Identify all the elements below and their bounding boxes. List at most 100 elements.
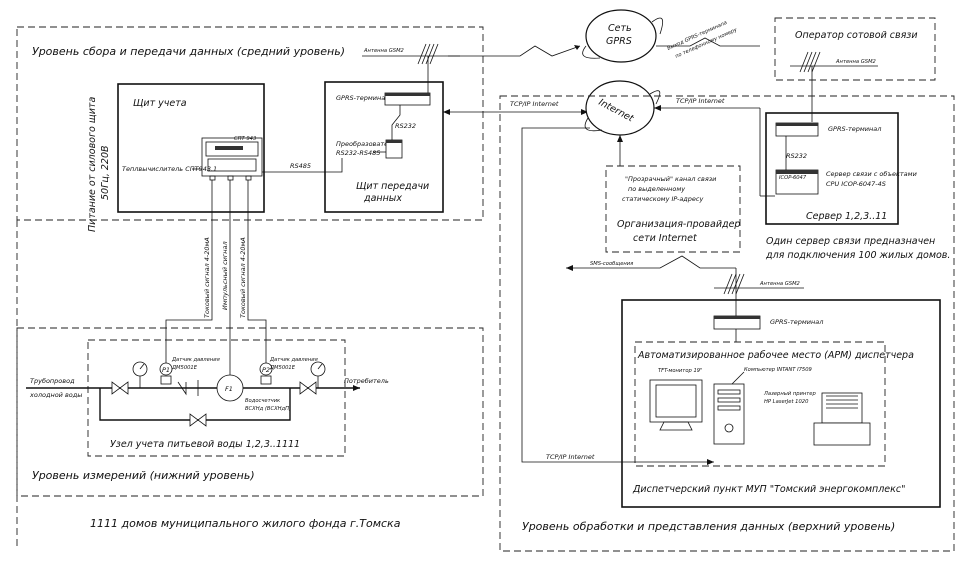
- outlet-valve: [299, 381, 317, 395]
- sensor1-label-b: ДМ5001Е: [171, 365, 198, 371]
- signal-current-right: Токовый сигнал 4-20мА: [239, 237, 247, 318]
- meter-label-2: ВСХНд (ВСХНдП): [245, 406, 291, 412]
- printer-icon: [813, 392, 871, 446]
- gprs-cloud: Сеть GPRS: [582, 9, 664, 63]
- arm-frame: [634, 341, 886, 467]
- sensor2-label-b: ДМ5001Е: [269, 365, 296, 371]
- upper-level-label: Уровень обработки и представления данных…: [522, 520, 895, 533]
- antenna-operator: Антенна GSM2: [790, 51, 878, 122]
- signal-current-left: Токовый сигнал 4-20мА: [203, 237, 211, 318]
- calculator-tag: СПТ 943: [234, 136, 256, 142]
- pressure-sensor-p1: P1: [159, 362, 173, 385]
- arm-title: Автоматизированное рабочее место (АРМ) д…: [637, 350, 914, 361]
- calculator-label: Теплвычислитель СПТ943.1: [122, 165, 217, 173]
- power-supply-line1: Питание от силового щита: [87, 97, 98, 232]
- provider-title-2: сети Internet: [633, 233, 698, 244]
- server-caption: Сервер 1,2,3..11: [806, 211, 887, 222]
- consumer-label: Потребитель: [344, 377, 389, 385]
- antenna-operator-label: Антенна GSM2: [835, 59, 876, 65]
- transfer-panel-title-1: Щит передачи: [356, 181, 429, 192]
- provider-frame: [605, 165, 741, 253]
- rs485-label: RS485: [290, 162, 311, 170]
- tcp-line-bottom: [521, 127, 714, 463]
- meter-label-1: Водосчетчик: [245, 398, 281, 404]
- inlet-label-1: Трубопровод: [30, 377, 75, 385]
- p2-label: P2: [262, 366, 270, 374]
- antenna-dispatch: Антенна GSM2: [714, 268, 804, 316]
- inlet-valve: [111, 381, 129, 395]
- signal-pulse: Импульсный сигнал: [221, 241, 229, 310]
- gprs-terminal-label-dispatch: GPRS-терминал: [770, 318, 823, 326]
- printer-label-1: Лазерный принтер: [763, 391, 816, 397]
- pressure-gauge-right: [310, 361, 326, 388]
- transfer-panel-title-2: данных: [363, 193, 402, 204]
- houses-caption: 1111 домов муниципального жилого фонда г…: [90, 517, 401, 530]
- meter-panel: Щит учета СПТ 943 Теплвычислитель СПТ943…: [117, 83, 265, 213]
- server-note-2: для подключения 100 жилых домов.: [765, 250, 950, 261]
- converter-label-2: RS232-RS485: [336, 149, 380, 157]
- antenna-mid: Антенна GSM2: [362, 43, 460, 93]
- rs485-line: [262, 158, 343, 173]
- radio-link-operator: [656, 37, 760, 47]
- provider-title-1: Организация-провайдер: [617, 219, 740, 230]
- tcp-label-bottom: TCP/IP Internet: [546, 453, 595, 461]
- server-label-2: CPU ICOP-6047-4S: [826, 180, 886, 188]
- lower-level-label: Уровень измерений (нижний уровень): [32, 469, 255, 482]
- pressure-sensor-p2: P2: [259, 362, 273, 385]
- inlet-label-2: холодной воды: [29, 391, 82, 399]
- rs232-label-mid: RS232: [395, 122, 416, 130]
- water-node-frame: [87, 339, 346, 457]
- tcp-label-right: TCP/IP Internet: [676, 97, 725, 105]
- operator-frame: [774, 17, 936, 81]
- signal-line-left: [165, 180, 213, 364]
- water-meter-f1: F1: [216, 374, 244, 402]
- rs232-link-mid: [391, 105, 401, 140]
- meter-panel-title: Щит учета: [133, 98, 187, 109]
- power-supply-line2: 50Гц, 220В: [100, 145, 111, 200]
- sensor1-label-a: Датчик давления: [171, 357, 220, 363]
- provider-line2: по выделенному: [628, 185, 685, 193]
- monitor-icon: [649, 379, 703, 431]
- server-label-1: Сервер связи с объектами: [826, 170, 917, 178]
- middle-level-label: Уровень сбора и передачи данных (средний…: [32, 45, 345, 58]
- tcp-label-left: TCP/IP Internet: [510, 100, 559, 108]
- server-device-tag: ICOP-6047: [779, 175, 807, 181]
- provider-line1: "Прозрачный" канал связи: [625, 175, 716, 183]
- signal-line-right: [247, 180, 267, 364]
- sms-link: [566, 255, 736, 269]
- radio-link-mid: [448, 45, 581, 57]
- server-note-1: Один сервер связи предназначен: [766, 236, 935, 247]
- computer-icon: [713, 383, 745, 445]
- transfer-panel: GPRS-терминал RS232 Преобразователь RS23…: [324, 81, 444, 213]
- gprs-cloud-label-1: Сеть: [608, 23, 632, 34]
- rs232-label-server: RS232: [786, 152, 807, 160]
- antenna-dispatch-label: Антенна GSM2: [759, 281, 800, 287]
- pressure-gauge-left: [132, 361, 148, 388]
- dispatch-title: Диспетчерский пункт МУП "Томский энергок…: [632, 484, 905, 495]
- operator-title: Оператор сотовой связи: [795, 30, 918, 41]
- monitor-label: TFT-монитор 19": [658, 368, 702, 374]
- p1-label: P1: [162, 366, 170, 374]
- server-panel: GPRS-терминал RS232 ICOP-6047 Сервер свя…: [765, 112, 917, 225]
- computer-label: Компьютер INTANT I7509: [744, 367, 812, 373]
- printer-label-2: HP LaserJet 1020: [764, 399, 809, 405]
- gprs-cloud-label-2: GPRS: [606, 36, 632, 47]
- bypass-valve: [189, 413, 207, 427]
- internet-cloud: Internet: [584, 80, 661, 136]
- sms-label: SMS-сообщения: [590, 261, 633, 267]
- converter-label-1: Преобразователь: [336, 140, 396, 148]
- sensor2-label-a: Датчик давления: [269, 357, 318, 363]
- provider-line3: статическому IP-адресу: [622, 195, 703, 203]
- middle-level-frame: [16, 26, 484, 221]
- dispatch-panel: [621, 299, 941, 508]
- gprs-terminal-label-mid: GPRS-терминал: [336, 94, 389, 102]
- upper-level-frame: [499, 95, 955, 552]
- heat-calculator-device: [201, 137, 263, 177]
- f1-label: F1: [225, 385, 233, 393]
- antenna-mid-label: Антенна GSM2: [363, 48, 404, 54]
- gprs-terminal-label-server: GPRS-терминал: [828, 125, 881, 133]
- water-node-title: Узел учета питьевой воды 1,2,3..1111: [110, 439, 300, 450]
- bypass-pipeline: [99, 388, 291, 421]
